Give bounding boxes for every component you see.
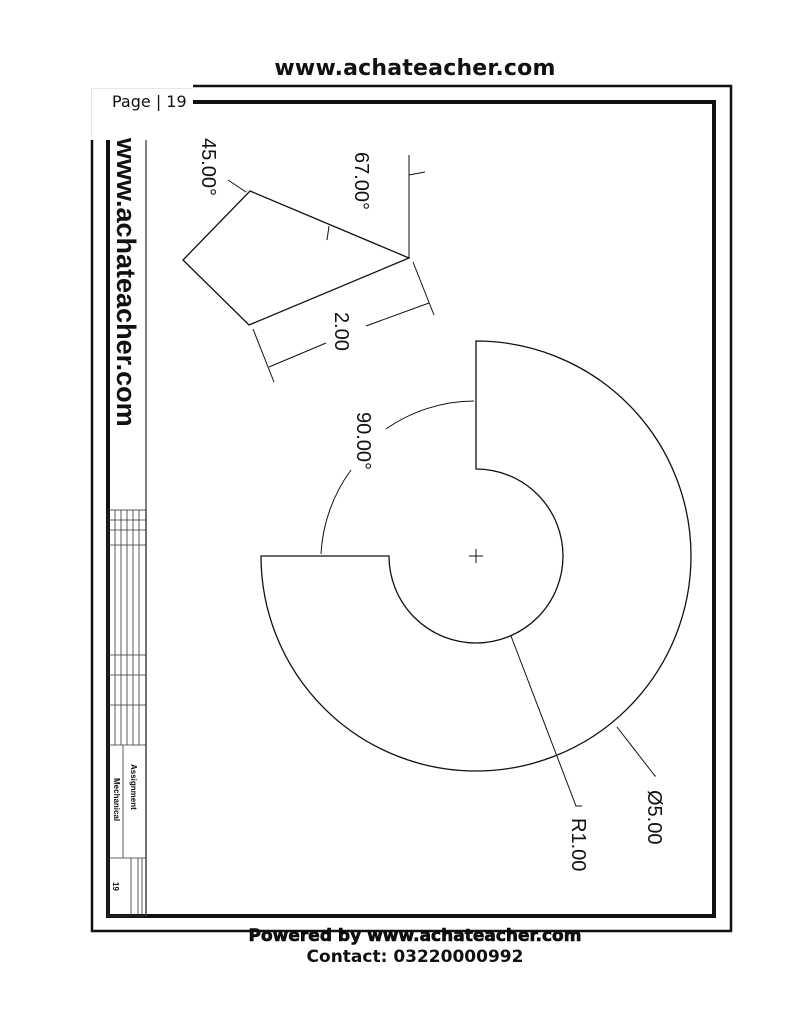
inner-frame bbox=[106, 100, 716, 918]
title-block-title-line2: Mechanical bbox=[112, 778, 121, 821]
outer-frame bbox=[90, 84, 733, 933]
dim-angle-90: 90.00° bbox=[352, 412, 374, 470]
dim-length-2: 2.00 bbox=[330, 312, 352, 351]
footer-contact: Contact: 03220000992 bbox=[306, 947, 524, 967]
title-block bbox=[107, 509, 147, 917]
footer: Powered by www.achateacher.com Contact: … bbox=[0, 926, 796, 968]
dim-angle-45: 45.00° bbox=[197, 138, 219, 196]
dim-radius: R1.00 bbox=[567, 818, 589, 871]
dim-angle-67: 67.00° bbox=[350, 152, 372, 210]
pentagon-part bbox=[182, 190, 411, 326]
page-tab-border-left bbox=[91, 88, 92, 138]
page-tab-border bbox=[91, 88, 193, 89]
side-watermark: www.achateacher.com bbox=[111, 137, 141, 427]
site-header: www.achateacher.com bbox=[274, 56, 556, 81]
title-block-sheet-number: 19 bbox=[111, 882, 120, 891]
footer-powered-by: Powered by www.achateacher.com bbox=[248, 926, 582, 947]
title-block-title-line1: Assignment bbox=[129, 764, 138, 810]
dim-diameter: Ø5.00 bbox=[643, 790, 665, 844]
annulus-part bbox=[260, 340, 692, 772]
page-number: Page | 19 bbox=[112, 92, 187, 111]
